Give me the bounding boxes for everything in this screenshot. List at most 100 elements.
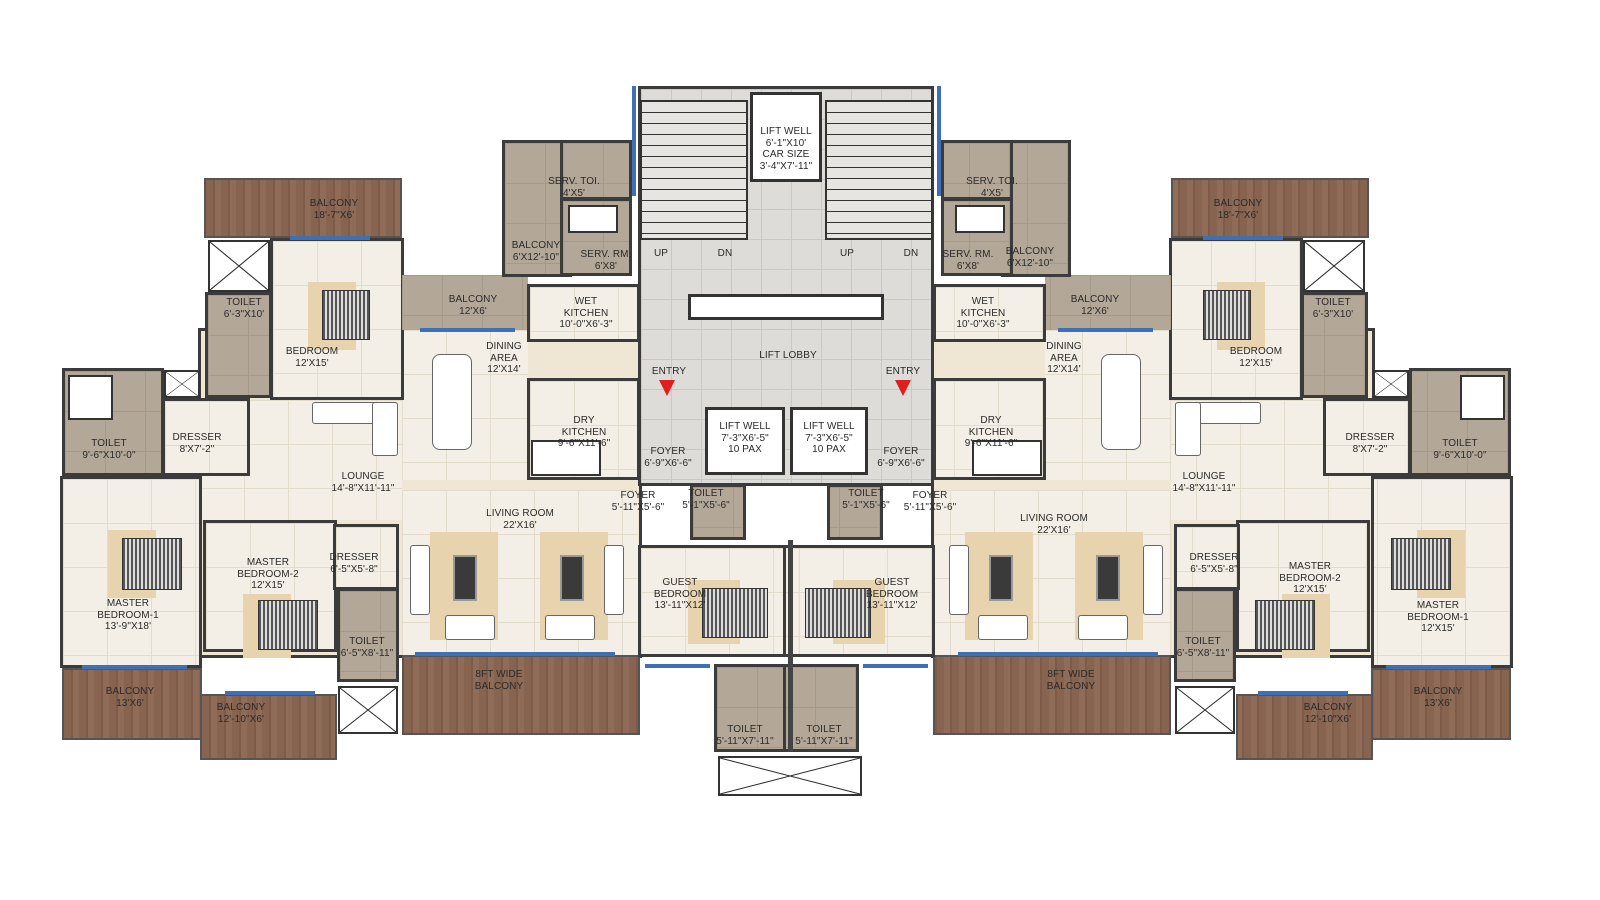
label-balcony-mb1: BALCONY 13'X6' (105, 686, 155, 709)
balcony-living (933, 655, 1171, 735)
label-serv-toilet: SERV. TOI. 4'X5' (548, 176, 600, 199)
label-balcony-mb1: BALCONY 13'X6' (1413, 686, 1463, 709)
sofa (978, 615, 1028, 640)
window (82, 665, 187, 669)
label-master-bedroom-1: MASTER BEDROOM-1 13'-9"X18' (97, 598, 159, 632)
label-stair-right-dn: DN (903, 248, 919, 259)
label-dresser-mb2: DRESSER 6'-5"X5'-8" (1189, 552, 1239, 575)
balcony-mb1 (62, 668, 202, 740)
duct-shaft (208, 240, 270, 292)
toilet-powder (690, 484, 746, 540)
staircase-left[interactable] (640, 100, 748, 240)
window (937, 86, 941, 196)
wet-kitchen (527, 284, 640, 342)
lobby-planter (688, 294, 884, 320)
sofa (604, 545, 624, 615)
label-balcony-service: BALCONY 6'X12'-10" (511, 240, 561, 263)
duct-shaft (718, 756, 862, 796)
label-wet-kitchen: WET KITCHEN 10'-0"X6'-3" (559, 296, 613, 330)
service-bed (568, 205, 618, 233)
window (420, 328, 515, 332)
bed (322, 290, 370, 340)
label-master-bedroom-2: MASTER BEDROOM-2 12'X15' (237, 557, 299, 591)
label-toilet-guest: TOILET 5'-11"X7'-11" (795, 724, 853, 747)
label-balcony-top: BALCONY 18'-7"X6' (309, 198, 359, 221)
bed (1203, 290, 1251, 340)
bed (805, 588, 871, 638)
service-toilet (560, 140, 632, 200)
label-dresser-mb2: DRESSER 6'-5"X5'-8" (329, 552, 379, 575)
service-lift-well (750, 92, 822, 182)
label-toilet-mb2: TOILET 6'-5"X8'-11" (1176, 636, 1230, 659)
label-dresser-master: DRESSER 8'X7'-2" (172, 432, 222, 455)
label-dining-area: DINING AREA 12'X14' (486, 341, 522, 375)
window (863, 664, 928, 668)
duct-shaft (338, 686, 398, 734)
bed (702, 588, 768, 638)
label-toilet-powder: TOILET 5'-1"X5'-6" (682, 488, 730, 511)
duct-shaft (1373, 370, 1409, 398)
label-balcony-mb2: BALCONY 12'-10"X6' (1303, 702, 1353, 725)
label-lift-well-1: LIFT WELL 7'-3"X6'-5" 10 PAX (719, 421, 771, 455)
sofa (410, 545, 430, 615)
label-wet-kitchen: WET KITCHEN 10'-0"X6'-3" (956, 296, 1010, 330)
dining-table (1101, 354, 1141, 450)
label-balcony-top: BALCONY 18'-7"X6' (1213, 198, 1263, 221)
window (958, 652, 1158, 656)
window (1203, 236, 1283, 240)
label-stair-right-up: UP (839, 248, 855, 259)
toilet-bedroom (205, 292, 272, 398)
label-foyer-inner: FOYER 5'-11"X5'-6" (611, 490, 665, 513)
window (415, 652, 615, 656)
label-toilet-mb2: TOILET 6'-5"X8'-11" (340, 636, 394, 659)
sofa (1175, 402, 1201, 456)
coffee-table (453, 555, 477, 601)
kitchen-counter (531, 440, 601, 476)
sofa (545, 615, 595, 640)
label-foyer-entry: FOYER 6'-9"X6'-6" (877, 446, 925, 469)
balcony-dining (402, 275, 528, 330)
bed (1391, 538, 1451, 590)
label-balcony-living: 8FT WIDE BALCONY (474, 669, 524, 692)
window (225, 691, 315, 695)
bedroom (270, 238, 404, 400)
label-toilet-master: TOILET 9'-6"X10'-0" (82, 438, 136, 461)
label-toilet-master: TOILET 9'-6"X10'-0" (1433, 438, 1487, 461)
label-balcony-dining: BALCONY 12'X6' (448, 294, 498, 317)
label-guest-bedroom: GUEST BEDROOM 13'-11"X12' (653, 577, 707, 611)
entry-arrow-icon (659, 380, 675, 396)
label-master-bedroom-2: MASTER BEDROOM-2 12'X15' (1279, 561, 1341, 595)
label-balcony-living: 8FT WIDE BALCONY (1046, 669, 1096, 692)
bed (1255, 600, 1315, 650)
toilet-mb2 (337, 588, 399, 682)
bed (122, 538, 182, 590)
label-serv-room: SERV. RM. 6'X8' (580, 249, 632, 272)
duct-shaft (1303, 240, 1365, 292)
label-foyer-inner: FOYER 5'-11"X5'-6" (903, 490, 957, 513)
toilet-mb2 (1174, 588, 1236, 682)
sofa (445, 615, 495, 640)
dresser (162, 398, 250, 476)
label-dresser-master: DRESSER 8'X7'-2" (1345, 432, 1395, 455)
label-stair-left-up: UP (653, 248, 669, 259)
label-dry-kitchen: DRY KITCHEN 9'-6"X11'-6" (557, 415, 611, 449)
label-dining-area: DINING AREA 12'X14' (1046, 341, 1082, 375)
party-wall (788, 540, 793, 752)
label-lounge: LOUNGE 14'-8"X11'-11" (1172, 471, 1236, 494)
service-bed (955, 205, 1005, 233)
balcony-living (402, 655, 640, 735)
staircase-right[interactable] (825, 100, 933, 240)
window (1058, 328, 1153, 332)
window (632, 86, 636, 196)
window (1386, 665, 1491, 669)
sofa (949, 545, 969, 615)
label-balcony-mb2: BALCONY 12'-10"X6' (216, 702, 266, 725)
balcony-mb2 (200, 694, 337, 760)
coffee-table (1096, 555, 1120, 601)
coffee-table (560, 555, 584, 601)
label-service-lift-well: LIFT WELL 6'-1"X10' CAR SIZE 3'-4"X7'-11… (759, 126, 813, 172)
label-living-room: LIVING ROOM 22'X16' (1020, 513, 1088, 536)
sofa (1143, 545, 1163, 615)
window (290, 236, 370, 240)
label-toilet-bedroom: TOILET 6'-3"X10' (1312, 297, 1354, 320)
